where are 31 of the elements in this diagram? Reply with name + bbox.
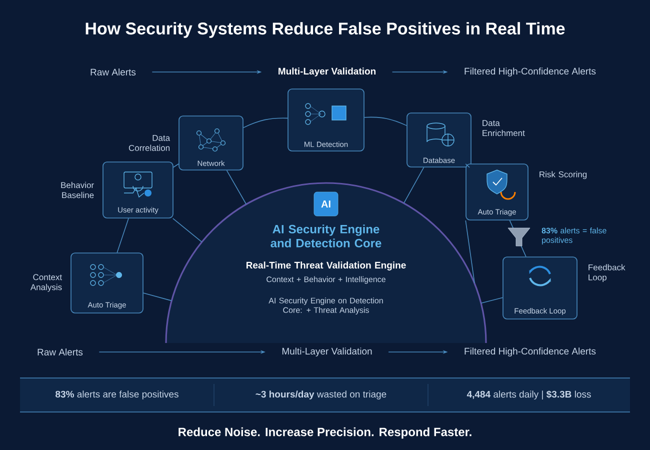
connector-line — [143, 292, 172, 302]
flow-step: Multi-Layer Validation — [282, 348, 372, 356]
title: How Security Systems Reduce False Positives in Real Time — [86, 22, 565, 38]
stat-text: 83% alerts are false positives — [56, 390, 178, 400]
flow-step: Multi-Layer Validation — [278, 68, 376, 76]
connector-line — [509, 220, 526, 257]
connector-line — [173, 163, 179, 168]
connector-line — [172, 218, 202, 242]
side-label: Behavior Baseline — [61, 182, 94, 198]
flow-step: Filtered High-Confidence Alerts — [464, 348, 596, 356]
stat-text: 4,484 alerts daily | $3.3B loss — [466, 390, 591, 400]
connector-line — [465, 163, 470, 168]
connector-line — [465, 220, 475, 284]
connector-line — [226, 170, 247, 205]
connector-line — [243, 118, 288, 128]
flow-step: Raw Alerts — [90, 68, 136, 76]
side-label: Context Analysis — [30, 274, 62, 292]
connector-line — [116, 218, 129, 253]
connector-line — [364, 116, 407, 126]
ai-chip: AI — [314, 192, 338, 216]
side-label: Risk Scoring — [540, 171, 587, 180]
side-label: Feedback Loop — [588, 264, 626, 282]
flow-step: Raw Alerts — [38, 348, 83, 356]
flow-step: Filtered High-Confidence Alerts — [464, 68, 596, 76]
connector-line — [404, 167, 424, 204]
tagline: Reduce Noise. Increase Precision. Respond Faster. — [178, 427, 472, 439]
side-label: Data Correlation — [128, 135, 170, 151]
connector-line — [480, 297, 503, 304]
side-label: Data Enrichment — [482, 120, 525, 136]
stat-text: ~3 hours/day wasted on triage — [256, 390, 386, 400]
stat-note: 83% alerts = false positives — [542, 228, 606, 244]
